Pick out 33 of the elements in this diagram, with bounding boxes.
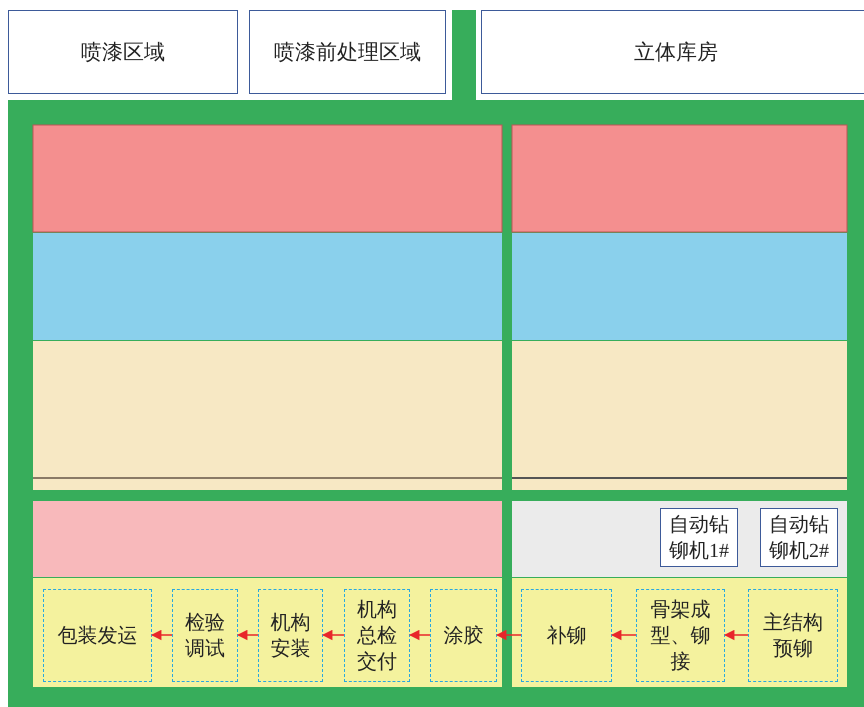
arrow [496, 630, 521, 640]
area-label: 检验调试 [184, 610, 226, 662]
area-box [8, 10, 238, 94]
area-label: 机构安装 [270, 610, 312, 662]
area-box [249, 10, 446, 94]
area-label: 包装发运 [58, 624, 138, 648]
arrow [150, 630, 172, 640]
area-label: 机构总检交付 [356, 598, 398, 674]
area-label: 自动钻铆机1# [668, 512, 730, 564]
process-box [636, 589, 725, 682]
area-label: 喷漆前处理区域 [274, 39, 421, 66]
process-box [521, 589, 612, 682]
area-label: 自动钻铆机2# [768, 512, 830, 564]
process-box [43, 589, 152, 682]
area-label: 主结构预铆 [762, 610, 824, 662]
process-box [748, 589, 838, 682]
arrow [236, 630, 258, 640]
arrow [322, 630, 344, 640]
process-box [172, 589, 238, 682]
arrow [408, 630, 430, 640]
area-box [481, 10, 864, 94]
machine-box [660, 508, 738, 567]
area-label: 骨架成型、铆接 [650, 598, 712, 674]
area-label: 立体库房 [634, 39, 718, 66]
area-label: 补铆 [546, 624, 586, 648]
process-box [430, 589, 497, 682]
arrow [724, 630, 748, 640]
process-box [258, 589, 323, 682]
machine-box [760, 508, 838, 567]
process-box [344, 589, 410, 682]
arrow [610, 630, 636, 640]
area-label: 涂胶 [444, 624, 484, 648]
area-label: 喷漆区域 [81, 39, 165, 66]
